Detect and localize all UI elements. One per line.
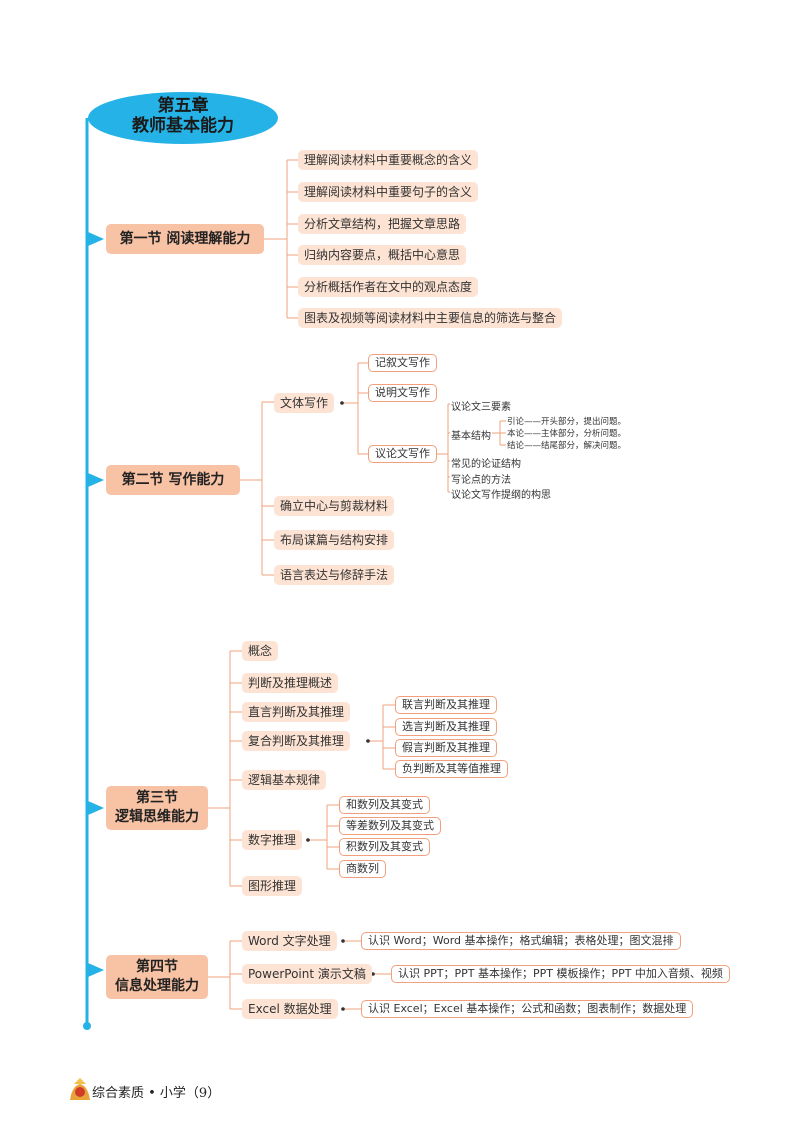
section3-item: 复合判断及其推理 bbox=[242, 731, 351, 751]
spine bbox=[83, 118, 91, 1030]
section3-number: 第三节 bbox=[136, 790, 178, 806]
section3-item: 图形推理 bbox=[242, 876, 303, 896]
argumentative-basic-structure: 基本结构 bbox=[451, 431, 491, 442]
structure-body: 本论——主体部分，分析问题。 bbox=[507, 429, 627, 439]
section1-item: 分析概括作者在文中的观点态度 bbox=[298, 277, 479, 297]
section2-title: 第二节 写作能力 bbox=[106, 465, 240, 495]
compound-judgment-item: 假言判断及其推理 bbox=[395, 739, 497, 757]
genre-argumentative: 议论文写作 bbox=[368, 445, 437, 463]
section4-item-powerpoint: PowerPoint 演示文稿 bbox=[242, 964, 372, 984]
chapter-number: 第五章 bbox=[157, 96, 209, 116]
section2-item: 布局谋篇与结构安排 bbox=[274, 530, 395, 550]
section2-item: 确立中心与剪裁材料 bbox=[274, 496, 395, 516]
section1-item: 图表及视频等阅读材料中主要信息的筛选与整合 bbox=[298, 308, 563, 328]
section1-item: 理解阅读材料中重要概念的含义 bbox=[298, 150, 479, 170]
section3-item: 逻辑基本规律 bbox=[242, 770, 327, 790]
argumentative-other: 写论点的方法 bbox=[451, 475, 511, 486]
compound-judgment-item: 负判断及其等值推理 bbox=[395, 760, 508, 778]
chapter-title: 第五章 教师基本能力 bbox=[88, 92, 278, 144]
section3-item: 概念 bbox=[242, 641, 279, 661]
numeric-sequence-item: 等差数列及其变式 bbox=[339, 817, 441, 835]
section4-title: 第四节 信息处理能力 bbox=[106, 955, 208, 999]
section3-item: 判断及推理概述 bbox=[242, 673, 339, 693]
branch-lines bbox=[208, 159, 506, 1010]
compound-judgment-item: 联言判断及其推理 bbox=[395, 696, 497, 714]
junction-dots bbox=[306, 401, 375, 1011]
section2-item: 语言表达与修辞手法 bbox=[274, 565, 395, 585]
powerpoint-detail: 认识 PPT；PPT 基本操作；PPT 模板操作；PPT 中加入音频、视频 bbox=[391, 965, 730, 983]
structure-conclusion: 结论——结尾部分，解决问题。 bbox=[507, 441, 627, 451]
numeric-sequence-item: 商数列 bbox=[339, 860, 386, 878]
writing-style-node: 文体写作 bbox=[274, 393, 335, 413]
numeric-sequence-item: 积数列及其变式 bbox=[339, 838, 430, 856]
footer-page-label: 综合素质 • 小学（9） bbox=[92, 1086, 221, 1101]
argumentative-other: 议论文写作提纲的构思 bbox=[451, 490, 551, 501]
argumentative-other: 常见的论证结构 bbox=[451, 459, 521, 470]
argumentative-three-elements: 议论文三要素 bbox=[451, 402, 511, 413]
excel-detail: 认识 Excel；Excel 基本操作；公式和函数；图表制作；数据处理 bbox=[361, 1000, 694, 1018]
numeric-sequence-item: 和数列及其变式 bbox=[339, 796, 430, 814]
section3-item: 直言判断及其推理 bbox=[242, 702, 351, 722]
section4-number: 第四节 bbox=[136, 959, 178, 975]
genre-expository: 说明文写作 bbox=[368, 384, 437, 402]
section1-title: 第一节 阅读理解能力 bbox=[106, 224, 264, 254]
word-detail: 认识 Word；Word 基本操作；格式编辑；表格处理；图文混排 bbox=[361, 932, 681, 950]
section3-title: 第三节 逻辑思维能力 bbox=[106, 786, 208, 830]
section4-name: 信息处理能力 bbox=[115, 978, 199, 994]
section3-item: 数字推理 bbox=[242, 830, 303, 850]
section4-item-word: Word 文字处理 bbox=[242, 931, 337, 951]
section1-item: 分析文章结构，把握文章思路 bbox=[298, 214, 467, 234]
structure-intro: 引论——开头部分，提出问题。 bbox=[507, 417, 627, 427]
genre-narrative: 记叙文写作 bbox=[368, 354, 437, 372]
section4-item-excel: Excel 数据处理 bbox=[242, 999, 338, 1019]
mascot-icon bbox=[70, 1078, 90, 1100]
spine-arrows bbox=[88, 232, 104, 977]
compound-judgment-item: 选言判断及其推理 bbox=[395, 718, 497, 736]
section1-item: 归纳内容要点，概括中心意思 bbox=[298, 245, 467, 265]
chapter-name: 教师基本能力 bbox=[132, 116, 234, 136]
section1-item: 理解阅读材料中重要句子的含义 bbox=[298, 182, 479, 202]
section3-name: 逻辑思维能力 bbox=[115, 809, 199, 825]
